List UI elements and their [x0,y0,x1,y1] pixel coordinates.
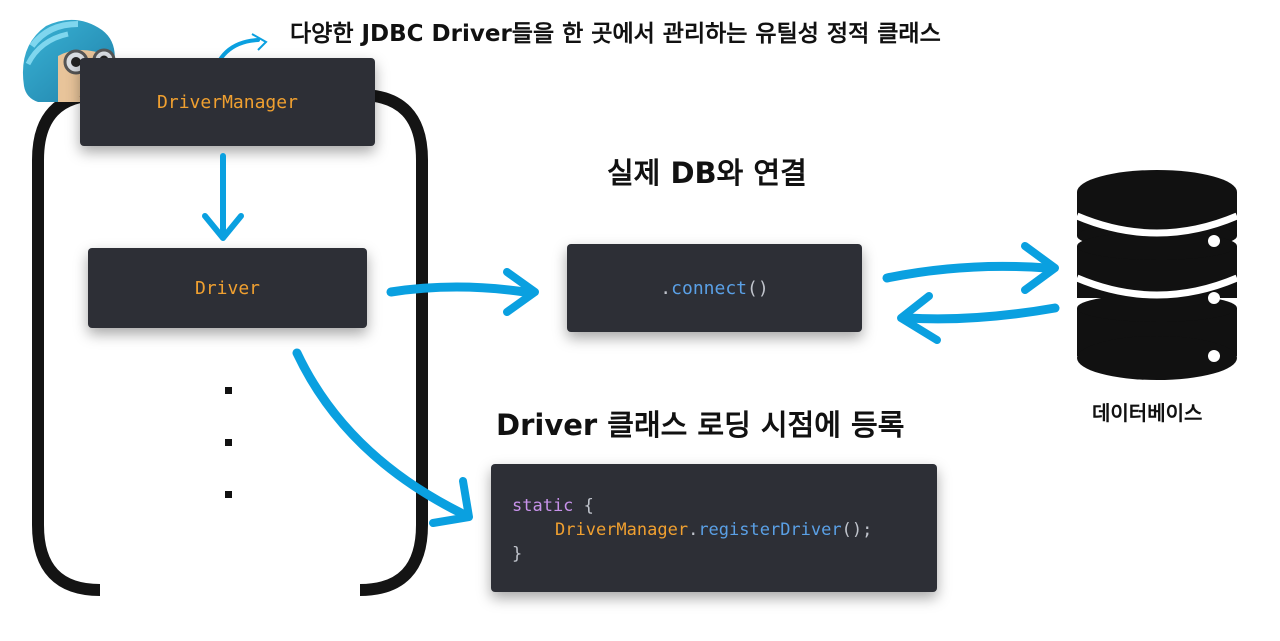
register-heading: Driver 클래스 로딩 시점에 등록 [496,408,905,442]
driver-to-registration-arrow [292,348,473,527]
connect-dot: . [660,277,672,299]
code-driver-manager: DriverManager [555,520,689,540]
ellipsis-dot-3 [225,491,232,498]
connect-box: .connect() [567,244,862,332]
connect-method: connect [671,277,747,299]
code-register-method: registerDriver [698,520,842,540]
database-label: 데이터베이스 [1092,401,1203,425]
code-close-brace: } [512,544,523,564]
connect-heading: 실제 DB와 연결 [607,156,807,190]
driver-box: Driver [88,248,367,328]
down-arrow [202,153,244,241]
driver-label: Driver [194,277,261,299]
driver-to-connect-arrow [386,268,539,316]
header-title: 다양한 JDBC Driver들을 한 곳에서 관리하는 유틸성 정적 클래스 [290,21,941,47]
code-open-brace: { [573,496,594,516]
database-icon [1072,166,1242,386]
connect-parens: () [747,277,769,299]
code-dot: . [688,520,699,540]
ellipsis-dot-1 [225,387,232,394]
connection-arrows [882,242,1060,344]
static-block-code: static { DriverManager.registerDriver();… [491,464,937,592]
driver-manager-box: DriverManager [80,58,375,146]
ellipsis-dot-2 [225,439,232,446]
code-static-keyword: static [512,496,574,516]
code-call-tail: (); [841,520,873,540]
driver-manager-label: DriverManager [157,91,298,113]
